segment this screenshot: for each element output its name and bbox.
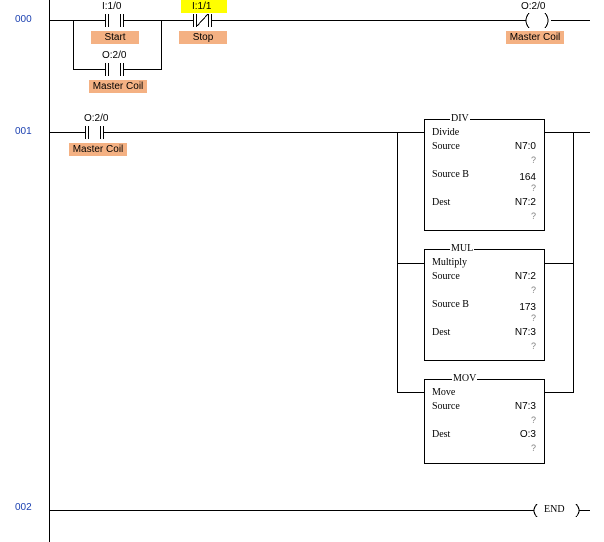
mul-sourceb-current: ? <box>530 313 536 323</box>
seal-in-tag: Master Coil <box>89 80 147 93</box>
mul-title: MUL <box>450 243 475 255</box>
mov-source-current: ? <box>530 415 536 425</box>
mov-dest-current: ? <box>530 443 536 453</box>
mul-source-current: ? <box>530 285 536 295</box>
div-title: DIV <box>450 113 470 125</box>
div-source-label: Source <box>432 141 460 152</box>
div-block[interactable] <box>424 119 545 231</box>
stop-address-highlight <box>181 0 227 13</box>
mul-dest-current: ? <box>530 341 536 351</box>
end-marker <box>533 503 580 518</box>
mul-sourceb-value[interactable]: 173 <box>519 302 536 313</box>
end-label: END <box>544 504 565 515</box>
coil-tag: Master Coil <box>506 31 564 44</box>
contact-start[interactable] <box>105 14 127 27</box>
div-dest-value[interactable]: N7:2 <box>514 197 536 208</box>
div-name: Divide <box>432 127 460 138</box>
div-source-value[interactable]: N7:0 <box>514 141 536 152</box>
master-contact-address: O:2/0 <box>84 113 109 124</box>
mul-dest-label: Dest <box>432 327 451 338</box>
stop-address: I:1/1 <box>192 1 212 12</box>
div-sourceb-value[interactable]: 164 <box>519 172 536 183</box>
mov-title: MOV <box>452 373 478 385</box>
mov-block[interactable] <box>424 379 545 464</box>
rung-number-002[interactable]: 002 <box>15 502 32 513</box>
mov-name: Move <box>432 387 456 398</box>
contact-stop[interactable] <box>193 13 215 27</box>
stop-tag: Stop <box>179 31 227 44</box>
mul-source-value[interactable]: N7:2 <box>514 271 536 282</box>
mul-source-label: Source <box>432 271 460 282</box>
contact-seal-in[interactable] <box>105 63 127 76</box>
start-tag: Start <box>91 31 139 44</box>
mov-source-label: Source <box>432 401 460 412</box>
rung-number-000[interactable]: 000 <box>15 14 32 25</box>
start-address: I:1/0 <box>102 1 122 12</box>
rung-number-001[interactable]: 001 <box>15 126 32 137</box>
coil-address: O:2/0 <box>521 1 546 12</box>
mul-sourceb-label: Source B <box>432 299 469 310</box>
mov-dest-label: Dest <box>432 429 451 440</box>
div-dest-label: Dest <box>432 197 451 208</box>
mov-dest-value[interactable]: O:3 <box>519 429 536 440</box>
mul-block[interactable] <box>424 249 545 361</box>
mul-name: Multiply <box>432 257 468 268</box>
div-sourceb-label: Source B <box>432 169 469 180</box>
seal-in-address: O:2/0 <box>102 50 127 61</box>
coil-master[interactable] <box>525 12 549 29</box>
div-dest-current: ? <box>530 211 536 221</box>
mul-dest-value[interactable]: N7:3 <box>514 327 536 338</box>
div-source-current: ? <box>530 155 536 165</box>
master-contact-tag: Master Coil <box>69 143 127 156</box>
mov-source-value[interactable]: N7:3 <box>514 401 536 412</box>
div-sourceb-current: ? <box>530 183 536 193</box>
contact-master-coil[interactable] <box>85 126 107 139</box>
